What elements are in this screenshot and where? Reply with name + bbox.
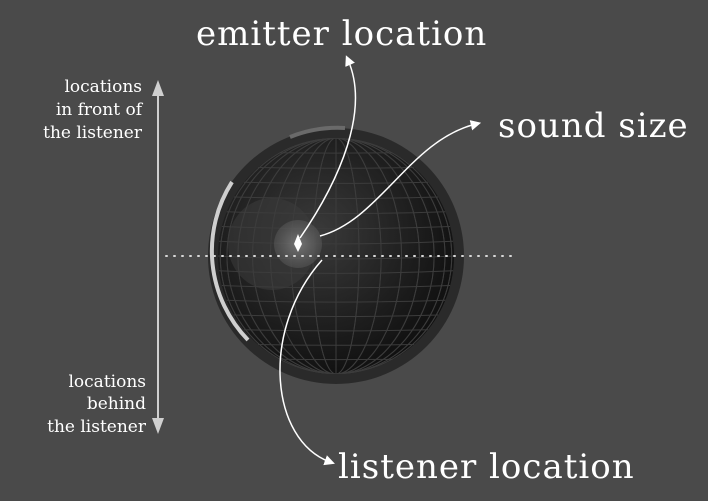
grid-latitude-line — [233, 314, 439, 317]
grid-latitude-line — [243, 181, 429, 184]
rim-highlight-left — [209, 180, 250, 342]
behind-label: locations behind the listener — [47, 372, 147, 437]
grid-latitude-line — [221, 285, 451, 289]
emitter-location-label: emitter location — [196, 14, 487, 54]
grid-latitude-line — [233, 196, 439, 199]
emitter-leader-line — [299, 55, 357, 239]
arrow-down-icon — [152, 418, 164, 434]
emitter-marker-icon — [294, 234, 302, 252]
sound-size-leader-line — [319, 120, 482, 237]
front-label-line-2: in front of — [56, 100, 144, 120]
rim-highlight-top — [289, 125, 346, 139]
listener-leader-line — [279, 259, 335, 466]
grid-latitude-line — [257, 344, 415, 346]
front-label-line-3: the listener — [43, 123, 143, 143]
grid-latitude-line — [226, 299, 446, 303]
behind-label-line-3: the listener — [47, 417, 147, 437]
listener-location-label: listener location — [338, 447, 635, 487]
sound-size-label: sound size — [498, 106, 689, 146]
front-label: locations in front of the listener — [43, 77, 144, 143]
grid-latitude-line — [257, 167, 415, 169]
arrow-up-icon — [152, 80, 164, 96]
behind-label-line-1: locations — [68, 372, 146, 392]
front-label-line-1: locations — [64, 77, 142, 97]
grid-longitude-line — [219, 138, 453, 374]
grid-latitude-line — [243, 329, 429, 332]
behind-label-line-2: behind — [87, 394, 146, 414]
